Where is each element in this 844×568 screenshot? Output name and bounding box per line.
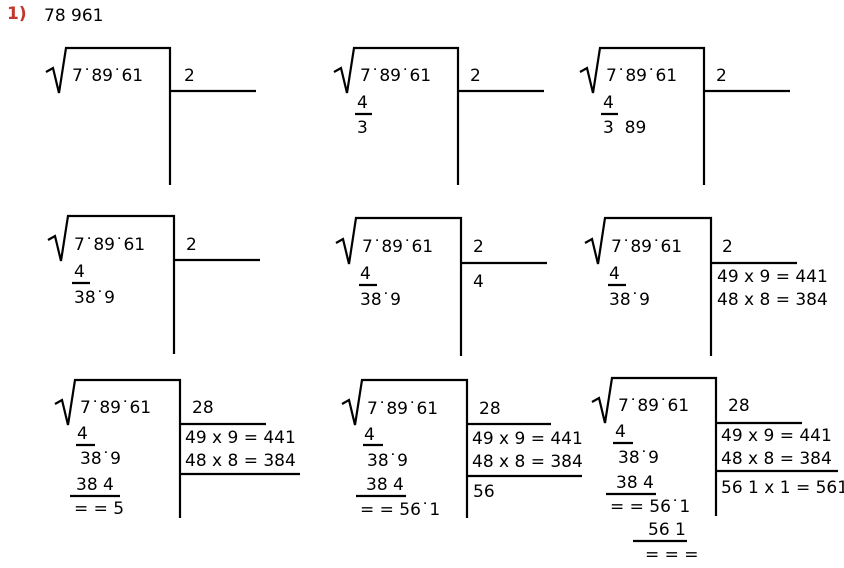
remainder: 38˙9 [609,290,650,310]
remainder: 38˙9 [367,451,408,471]
radicand: 7˙89˙61 [80,398,152,418]
root-digits: 2 [716,66,727,86]
root-digits: 2 [473,237,484,257]
remainder: 3 [357,118,368,138]
remainder: = = = [645,545,699,565]
root-digits: 2 [722,237,733,257]
root-digits: 28 [479,399,501,419]
problem-value: 78 961 [44,6,104,26]
radical-sign [579,46,706,185]
problem-number: 1) [7,4,27,24]
remainder: = = 56˙1 [360,500,441,520]
radical-sign [45,46,172,185]
subtrahend: 38 4 [76,475,114,495]
remainder: 38˙9 [74,288,115,308]
radicand: 7˙89˙61 [362,237,434,257]
remainder: 38˙9 [618,448,659,468]
subtrahend: 4 [77,424,88,444]
remainder: 3 89 [603,118,647,138]
trial-product: 49 x 9 = 441 [185,428,296,448]
trial-product: 48 x 8 = 384 [717,290,828,310]
root-digits: 2 [186,235,197,255]
trial-product: 48 x 8 = 384 [185,451,296,471]
trial-product: 48 x 8 = 384 [472,452,583,472]
subtrahend: 38 4 [616,473,654,493]
side-value: 4 [473,272,484,292]
radicand: 7˙89˙61 [74,235,146,255]
radical-sign [591,376,718,516]
subtrahend: 4 [603,93,614,113]
radicand: 7˙89˙61 [72,66,144,86]
trial-product: 49 x 9 = 441 [721,426,832,446]
radical-sign [341,378,469,518]
radicand: 7˙89˙61 [611,237,683,257]
trial-product: 49 x 9 = 441 [472,429,583,449]
trial-product: 49 x 9 = 441 [717,267,828,287]
subtrahend: 4 [615,422,626,442]
radicand: 7˙89˙61 [618,396,690,416]
root-digits: 2 [184,66,195,86]
subtrahend: 4 [360,264,371,284]
subtrahend: 4 [609,264,620,284]
subtrahend: 56 1 [648,520,686,540]
radicand: 7˙89˙61 [367,399,439,419]
root-digits: 28 [192,398,214,418]
subtrahend: 4 [74,262,85,282]
radicand: 7˙89˙61 [606,66,678,86]
radical-sign [333,46,460,185]
subtrahend: 4 [364,425,375,445]
radical-sign [335,216,463,356]
trial-product: 48 x 8 = 384 [721,449,832,469]
remainder: 38˙9 [80,449,121,469]
radicand: 7˙89˙61 [360,66,432,86]
root-digits: 2 [470,66,481,86]
trial-product: 56 1 x 1 = 561 [721,478,844,498]
subtrahend: 38 4 [366,475,404,495]
root-digits: 28 [728,396,750,416]
remainder: 38˙9 [360,290,401,310]
remainder: = = 56˙1 [610,497,691,517]
side-value: 56 [473,482,495,502]
subtrahend: 4 [357,93,368,113]
radical-sign [584,216,713,356]
radical-sign [47,214,176,354]
remainder: = = 5 [74,499,125,519]
radical-sign [54,378,182,518]
